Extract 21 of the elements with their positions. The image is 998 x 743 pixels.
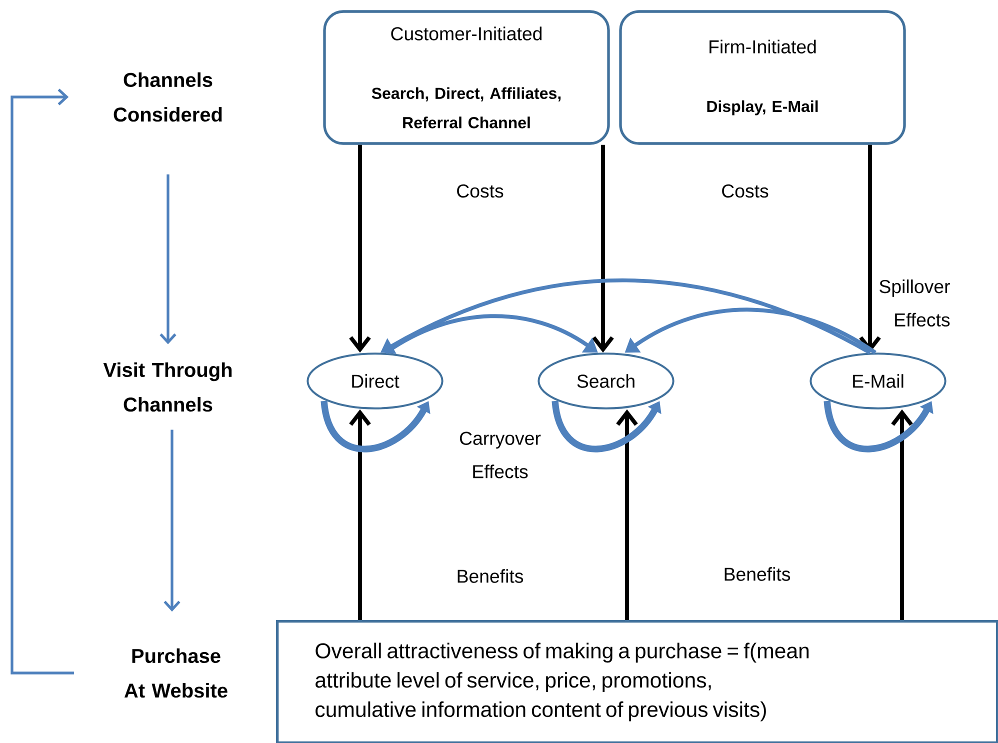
arrow xyxy=(349,144,371,353)
arrow xyxy=(891,409,913,620)
formula-box: Overall attractiveness of making a purchase = f(mean attribute level of service, price, promotions, cumulative information content of previous visits) xyxy=(276,620,998,743)
arrow xyxy=(10,88,74,674)
annotation-label: Carryover Effects xyxy=(460,432,541,478)
arrow xyxy=(592,144,614,353)
annotation-label: Benefits xyxy=(724,567,790,581)
stage-label: Channels Considered xyxy=(114,72,222,122)
stage-label: Visit Through Channels xyxy=(103,362,232,412)
stage-label: Purchase At Website xyxy=(124,648,228,698)
annotation-label: Benefits xyxy=(458,569,524,583)
arrow xyxy=(160,174,176,344)
annotation-label: Costs xyxy=(457,184,504,198)
annotation-label: Costs xyxy=(722,184,768,198)
arrow xyxy=(349,409,371,620)
arrow xyxy=(859,144,881,353)
channel-group-box: Customer-Initiated Search, Direct, Affiliates, Referral Channel xyxy=(323,10,610,145)
annotation-label: Spillover Effects xyxy=(880,279,950,327)
arrow xyxy=(164,430,180,612)
channel-group-box: Firm-Initiated Display, E-Mail xyxy=(619,10,906,145)
arrow xyxy=(616,409,638,620)
